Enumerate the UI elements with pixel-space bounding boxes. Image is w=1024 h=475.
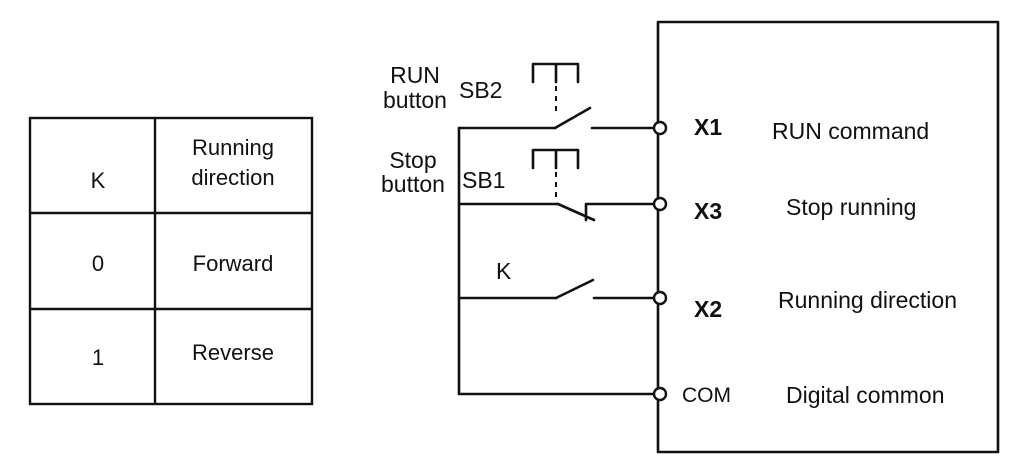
stop-button-label-line1: Stop bbox=[389, 147, 436, 173]
terminal-x3-circle bbox=[652, 196, 668, 212]
push-button-symbol bbox=[531, 62, 580, 84]
run-button-label-line1: RUN bbox=[390, 62, 440, 88]
push-button-symbol bbox=[531, 148, 580, 170]
run-button-label-line2: button bbox=[383, 87, 447, 113]
run-button-switch bbox=[457, 62, 657, 130]
stop-button-label-line2: button bbox=[381, 171, 445, 197]
switch-blade bbox=[553, 106, 592, 130]
terminal-x1-function: RUN command bbox=[772, 118, 929, 144]
terminal-com-function: Digital common bbox=[786, 382, 945, 408]
table-cell-k-0: 0 bbox=[92, 251, 104, 276]
terminal-x2-function: Running direction bbox=[778, 287, 957, 313]
terminal-com-label: COM bbox=[682, 384, 731, 407]
terminal-x1-label: X1 bbox=[694, 114, 722, 140]
wire-segment bbox=[584, 202, 657, 222]
run-button-id: SB2 bbox=[459, 77, 502, 103]
direction-table: K Running direction 0 Forward 1 Reverse bbox=[28, 116, 314, 406]
terminal-x3-label: X3 bbox=[694, 198, 722, 224]
terminal-x2-label: X2 bbox=[694, 296, 722, 322]
terminal-x3-function: Stop running bbox=[786, 194, 916, 220]
table-cell-reverse: Reverse bbox=[192, 340, 274, 365]
inverter-box bbox=[656, 20, 1000, 454]
table-cell-k-1: 1 bbox=[92, 345, 104, 370]
switch-blade bbox=[554, 278, 595, 300]
table-header-direction-line2: direction bbox=[191, 165, 274, 190]
switch-blade bbox=[556, 202, 596, 222]
direction-switch bbox=[457, 278, 657, 300]
common-bus-wire bbox=[457, 126, 657, 396]
stop-button-id: SB1 bbox=[462, 167, 505, 193]
table-header-direction-line1: Running bbox=[192, 135, 274, 160]
table-cell-forward: Forward bbox=[193, 251, 274, 276]
table-header-k: K bbox=[91, 168, 106, 193]
terminal-x2-circle bbox=[652, 290, 668, 306]
terminal-com-circle bbox=[652, 386, 668, 402]
terminal-x1-circle bbox=[652, 120, 668, 136]
stop-button-switch bbox=[457, 148, 657, 222]
table-border bbox=[28, 116, 314, 406]
direction-switch-id: K bbox=[496, 258, 512, 284]
